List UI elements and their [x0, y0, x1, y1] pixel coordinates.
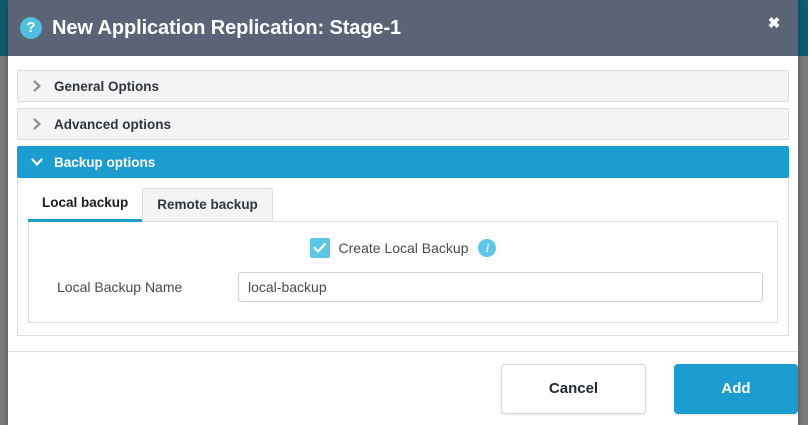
question-circle-icon[interactable]: ? — [20, 17, 42, 39]
dialog-header: ? New Application Replication: Stage-1 ✖ — [8, 0, 798, 56]
accordion-header-general-options[interactable]: General Options — [17, 70, 789, 102]
local-backup-tabpanel: Create Local Backup i Local Backup Name — [28, 222, 778, 323]
chevron-right-icon — [30, 79, 44, 93]
accordion-header-advanced-options[interactable]: Advanced options — [17, 108, 789, 140]
cancel-button[interactable]: Cancel — [501, 363, 646, 414]
accordion-label-backup-options: Backup options — [54, 154, 156, 170]
accordion-label-advanced-options: Advanced options — [54, 116, 172, 132]
dialog-footer: Cancel Add — [8, 351, 798, 425]
local-backup-name-label: Local Backup Name — [57, 279, 183, 295]
new-application-replication-dialog: ? New Application Replication: Stage-1 ✖… — [8, 0, 798, 425]
check-icon — [312, 242, 326, 253]
close-icon[interactable]: ✖ — [767, 15, 781, 32]
accordion-item-general-options: General Options — [17, 70, 789, 102]
chevron-right-icon — [30, 117, 44, 131]
add-button[interactable]: Add — [674, 363, 798, 414]
tab-remote-backup[interactable]: Remote backup — [142, 188, 273, 222]
local-backup-name-row: Local Backup Name — [43, 272, 763, 302]
dialog-title: New Application Replication: Stage-1 — [52, 16, 402, 39]
create-local-backup-row: Create Local Backup i — [43, 238, 763, 258]
local-backup-name-input[interactable] — [238, 272, 763, 302]
create-local-backup-label: Create Local Backup — [338, 240, 469, 256]
dialog-body: General Options Advanced options — [8, 56, 798, 351]
chevron-down-icon — [30, 155, 44, 169]
accordion-header-backup-options[interactable]: Backup options — [17, 146, 789, 178]
accordion-label-general-options: General Options — [54, 78, 160, 94]
backup-options-panel: Local backup Remote backup Create Local … — [17, 178, 789, 336]
accordion-item-backup-options: Backup options Local backup Remote backu… — [17, 146, 789, 336]
info-circle-icon[interactable]: i — [478, 239, 497, 257]
create-local-backup-checkbox[interactable] — [309, 238, 330, 258]
tab-local-backup[interactable]: Local backup — [28, 187, 143, 222]
backup-tablist: Local backup Remote backup — [28, 187, 778, 222]
accordion-item-advanced-options: Advanced options — [17, 108, 789, 140]
